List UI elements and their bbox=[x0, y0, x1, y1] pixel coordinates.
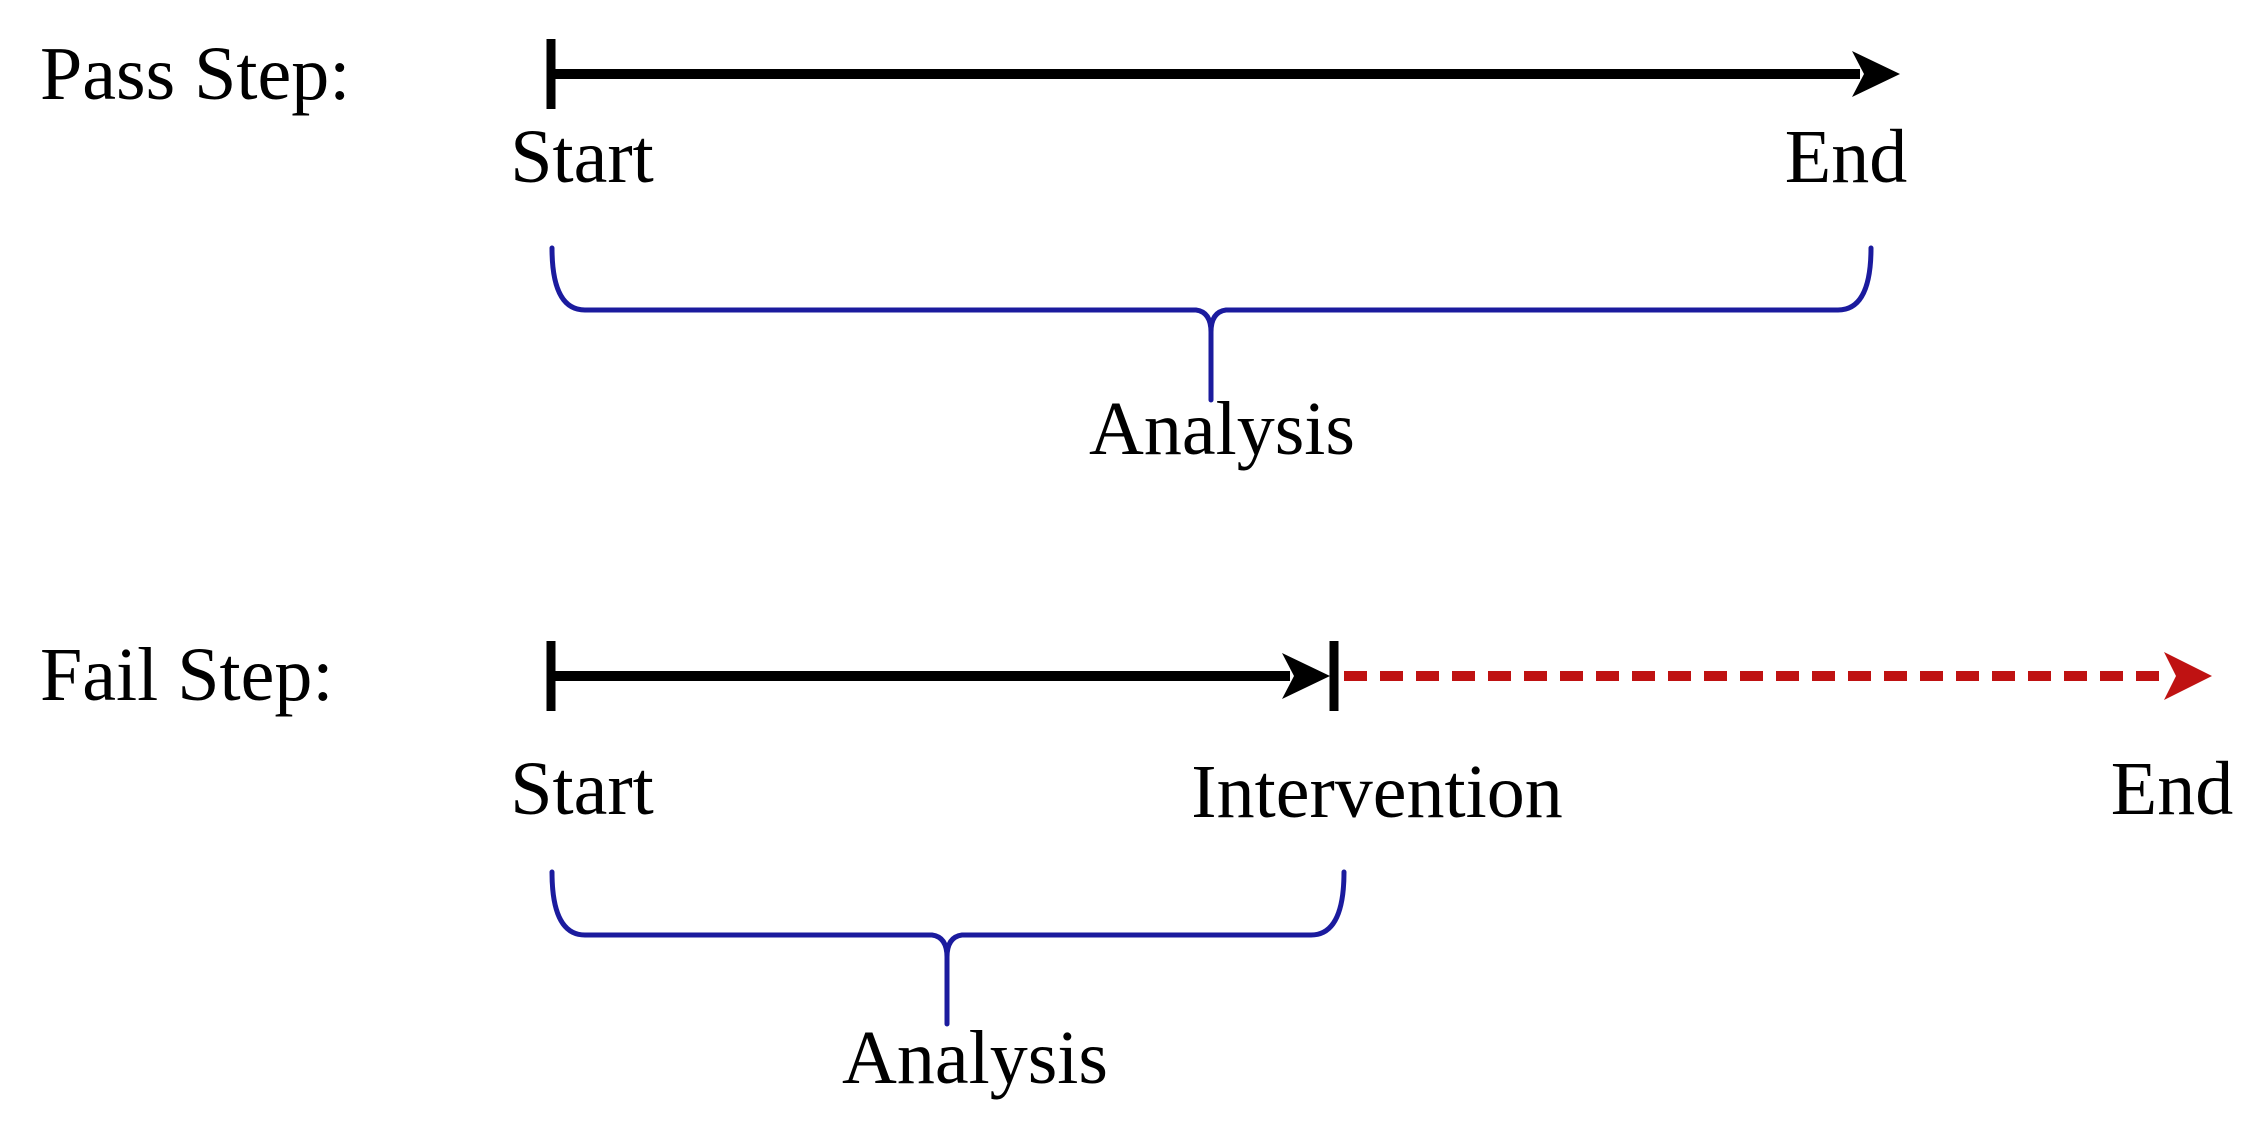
pass-end-label: End bbox=[1784, 115, 1908, 199]
pass-timeline-arrow bbox=[546, 39, 1900, 109]
pass-analysis-brace bbox=[549, 245, 1874, 403]
fail-end-label: End bbox=[2110, 747, 2234, 831]
fail-brace-path bbox=[549, 869, 1347, 1027]
fail-timeline-arrow bbox=[546, 641, 2212, 711]
fail-start-label: Start bbox=[510, 747, 654, 831]
fail-intervention-label: Intervention bbox=[1191, 750, 1563, 834]
fail-analysis-brace bbox=[549, 869, 1347, 1027]
pass-step-label: Pass Step: bbox=[40, 32, 351, 116]
fail-step-label: Fail Step: bbox=[40, 633, 334, 717]
fail-black-arrowhead-icon bbox=[1282, 653, 1330, 699]
pass-brace-path bbox=[549, 245, 1874, 403]
pass-start-label: Start bbox=[510, 115, 654, 199]
pass-arrowhead-icon bbox=[1852, 51, 1900, 97]
fail-red-arrowhead-icon bbox=[2164, 652, 2212, 700]
pass-analysis-label: Analysis bbox=[1089, 387, 1355, 471]
fail-analysis-label: Analysis bbox=[842, 1016, 1108, 1100]
